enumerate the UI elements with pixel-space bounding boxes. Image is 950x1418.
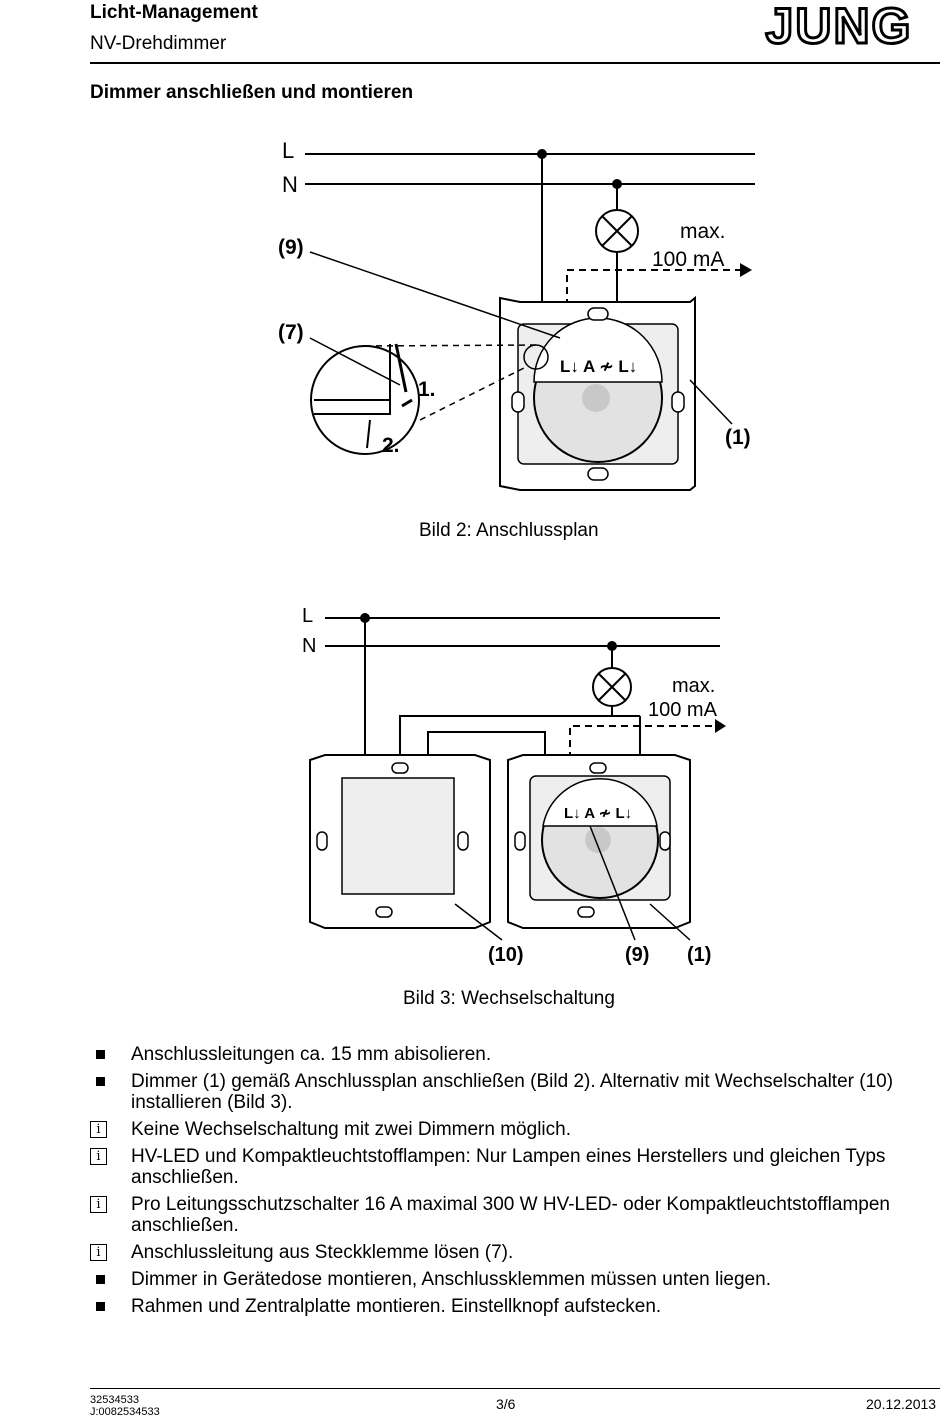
- fig2-label-max: max.: [680, 220, 726, 243]
- fig3-ref-9: (9): [625, 944, 649, 966]
- fig3-label-l: L: [302, 605, 313, 627]
- svg-text:L↓ A ≁ L↓: L↓ A ≁ L↓: [560, 357, 637, 376]
- footer-doc-numbers: 32534533 J:0082534533: [90, 1394, 160, 1418]
- fig2-ref-9: (9): [278, 236, 304, 259]
- square-bullet-icon: [96, 1302, 105, 1311]
- list-item: Dimmer in Gerätedose montieren, Anschlus…: [90, 1269, 940, 1290]
- fig2-ref-7: (7): [278, 321, 304, 344]
- list-item: Dimmer (1) gemäß Anschlussplan anschließ…: [90, 1071, 940, 1113]
- info-icon: i: [90, 1196, 107, 1213]
- wiring-diagram-figure-2: L N max. 100 mA L↓ A ≁ L↓ (9) (7) (1) 1.…: [278, 138, 755, 491]
- fig2-label-current: 100 mA: [652, 248, 724, 271]
- fig2-dimmer-device: L↓ A ≁ L↓: [499, 295, 696, 491]
- fig3-label-current: 100 mA: [648, 699, 718, 721]
- svg-text:L↓ A ≁ L↓: L↓ A ≁ L↓: [564, 805, 632, 822]
- footer-doc-number: 32534533: [90, 1394, 139, 1406]
- footer-job-number: J:0082534533: [90, 1406, 160, 1418]
- footer-date: 20.12.2013: [866, 1396, 937, 1412]
- jung-logo: JUNG: [764, 0, 913, 52]
- info-icon: i: [90, 1244, 107, 1261]
- fig3-ref-1: (1): [687, 944, 711, 966]
- list-item: Rahmen und Zentralplatte montieren. Eins…: [90, 1296, 940, 1317]
- figure-2-caption: Bild 2: Anschlussplan: [419, 520, 599, 541]
- fig3-dimmer-device: L↓ A ≁ L↓: [507, 754, 691, 929]
- fig3-label-n: N: [302, 635, 316, 657]
- square-bullet-icon: [96, 1077, 105, 1086]
- footer-divider: [90, 1388, 940, 1389]
- fig2-step-2: 2.: [382, 434, 400, 457]
- fig2-label-n: N: [282, 172, 298, 197]
- fig2-terminal-detail: [310, 343, 420, 455]
- info-icon: i: [90, 1121, 107, 1138]
- fig2-step-1: 1.: [418, 378, 436, 401]
- section-title: Dimmer anschließen und montieren: [90, 82, 414, 103]
- fig3-ref-10: (10): [488, 944, 524, 966]
- logo-lettering: JUNG: [766, 0, 913, 52]
- footer-page-number: 3/6: [496, 1396, 516, 1412]
- instruction-list: Anschlussleitungen ca. 15 mm abisolieren…: [90, 1044, 940, 1323]
- figure-3-caption: Bild 3: Wechselschaltung: [403, 988, 615, 1009]
- header-title: Licht-Management: [90, 2, 258, 23]
- header-subtitle: NV-Drehdimmer: [90, 33, 227, 54]
- header-divider: [90, 62, 940, 64]
- fig3-switch-device: [309, 754, 491, 929]
- square-bullet-icon: [96, 1275, 105, 1284]
- fig3-label-max: max.: [672, 675, 715, 697]
- list-item: Anschlussleitungen ca. 15 mm abisolieren…: [90, 1044, 940, 1065]
- fig2-label-l: L: [282, 138, 294, 163]
- fig2-ref-1: (1): [725, 426, 751, 449]
- info-icon: i: [90, 1148, 107, 1165]
- wiring-diagram-figure-3: L N max. 100 mA L↓ A ≁ L↓ (10) (9) (1): [302, 605, 726, 966]
- square-bullet-icon: [96, 1050, 105, 1059]
